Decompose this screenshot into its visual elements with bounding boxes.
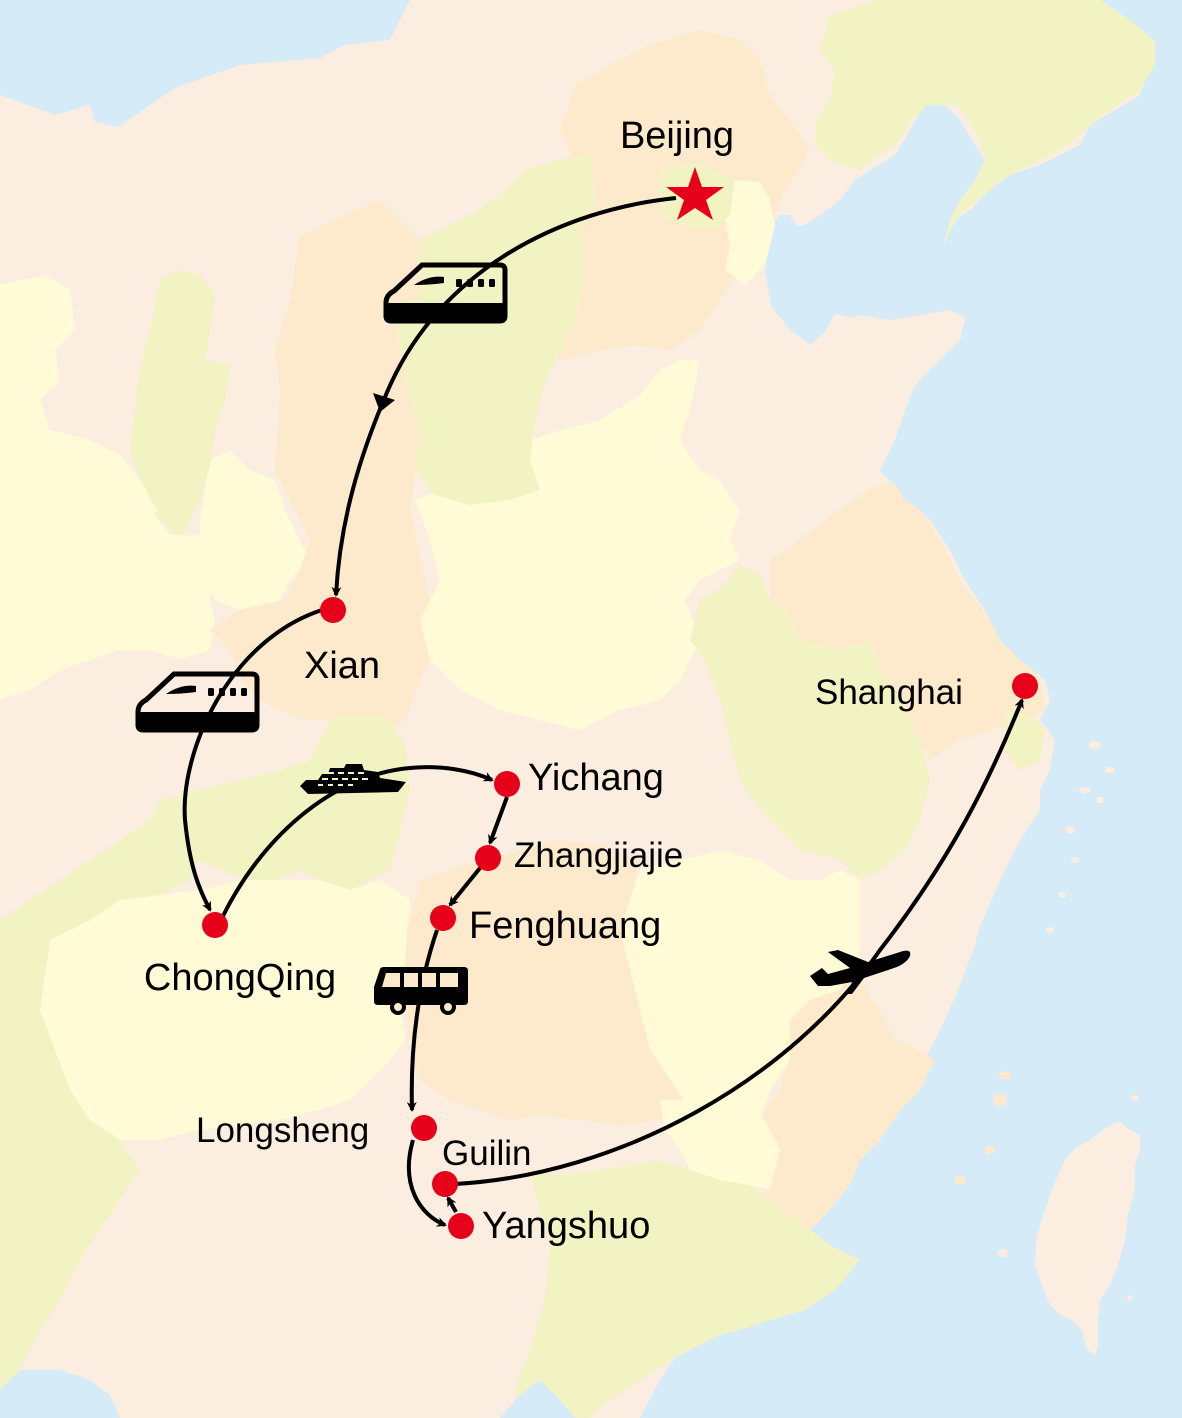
route-yichang-zhangjiajie (488, 796, 509, 845)
stop-dot (320, 597, 346, 623)
stop-dot (448, 1213, 474, 1239)
route-xian-chongqing (182, 608, 323, 912)
city-label-yangshuo: Yangshuo (482, 1205, 650, 1247)
map-stop-yichang[interactable]: Yichang (494, 757, 664, 799)
stop-dot (202, 912, 228, 938)
route-yangshuo-guilin (446, 1196, 458, 1213)
land-henan (415, 360, 740, 730)
route-beijing-xian (331, 196, 677, 597)
city-label-shanghai: Shanghai (815, 673, 963, 712)
stop-dot (475, 845, 501, 871)
stop-dot (1012, 673, 1038, 699)
map-stop-zhangjiajie[interactable]: Zhangjiajie (475, 836, 683, 875)
airplane-icon (810, 950, 911, 994)
land-guangdong (515, 1160, 860, 1418)
map-stop-beijing[interactable]: Beijing (620, 115, 734, 220)
city-label-chongqing: ChongQing (144, 957, 336, 999)
map-stop-shanghai[interactable]: Shanghai (815, 673, 1038, 712)
stop-dot (494, 771, 520, 797)
land-chongqing (150, 715, 410, 890)
map-stop-fenghuang[interactable]: Fenghuang (430, 905, 661, 947)
route-zhangjiajie-fenghuang (448, 866, 482, 907)
cruise-ship-icon (300, 764, 406, 794)
map-stop-yangshuo[interactable]: Yangshuo (448, 1205, 650, 1247)
sea-gulf-of-tonkin (0, 1370, 120, 1418)
train-icon (135, 671, 260, 733)
map-stop-guilin[interactable]: Guilin (432, 1134, 531, 1197)
stop-dot (432, 1171, 458, 1197)
route-longsheng-yangshuo (407, 1139, 447, 1227)
map-stop-chongqing[interactable]: ChongQing (144, 912, 336, 999)
route-fenghuang-longsheng (406, 929, 439, 1112)
stop-dot (411, 1115, 437, 1141)
city-label-xian: Xian (304, 645, 380, 687)
land-shandong (680, 300, 965, 510)
city-label-guilin: Guilin (442, 1134, 531, 1173)
stop-dot (430, 905, 456, 931)
bus-icon (374, 967, 468, 1015)
land-taiwan (1035, 1122, 1140, 1355)
sea-bohai (765, 105, 985, 360)
sea-east-china-sea (885, 0, 1182, 1418)
land-jiangxi (620, 850, 860, 1120)
train-icon (383, 262, 508, 324)
stops: Beijing Xian ChongQing Yichang Zhangjiaj… (144, 115, 1038, 1247)
city-label-yichang: Yichang (528, 757, 664, 799)
city-label-fenghuang: Fenghuang (469, 905, 661, 947)
city-label-beijing: Beijing (620, 115, 734, 157)
star-icon (666, 167, 724, 220)
land-anhui (690, 565, 930, 880)
land-guizhou (40, 880, 410, 1140)
map-stop-xian[interactable]: Xian (304, 597, 380, 687)
city-label-longsheng: Longsheng (196, 1111, 369, 1150)
land-northeast (815, 0, 1155, 245)
map-stop-longsheng[interactable]: Longsheng (196, 1111, 437, 1150)
city-label-zhangjiajie: Zhangjiajie (514, 836, 683, 875)
